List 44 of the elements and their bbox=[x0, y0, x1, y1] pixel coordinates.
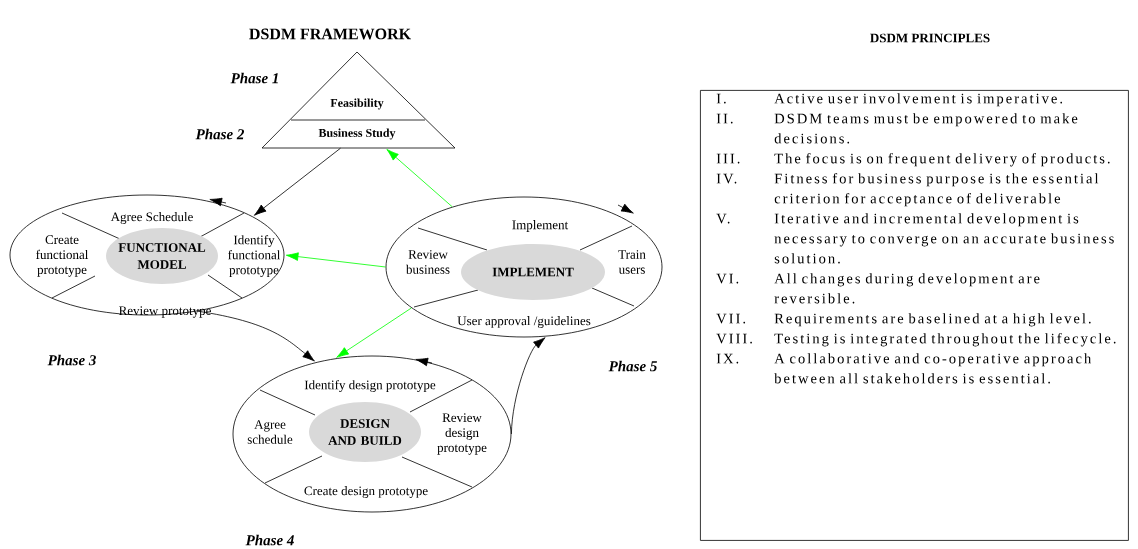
node-label: All changes during development are reversible. bbox=[774, 273, 1040, 304]
node-label: Testing is integrated throughout the lifecycle. bbox=[774, 333, 1116, 347]
arrow bbox=[511, 337, 546, 435]
phase-label: Phase 2 bbox=[195, 128, 245, 140]
phase-label: Phase 3 bbox=[47, 354, 96, 366]
node-label: The focus is on frequent delivery of products. bbox=[774, 153, 1110, 167]
arrow bbox=[197, 310, 315, 362]
segment-label: Create design prototype bbox=[304, 486, 428, 498]
node-label: V. bbox=[716, 213, 730, 224]
segment-label: User approval /guidelines bbox=[457, 316, 591, 328]
segment-label: Identify design prototype bbox=[304, 380, 436, 392]
arrow bbox=[285, 252, 386, 268]
phase-label: Phase 5 bbox=[608, 360, 657, 372]
node-label: Fitness for business purpose is the essential criterion for acceptance of deliverable bbox=[774, 173, 1099, 207]
node-label: DSDM teams must be empowered to make decisions. bbox=[774, 113, 1078, 144]
heading: DSDM PRINCIPLES bbox=[870, 33, 990, 43]
node-label: I. bbox=[716, 93, 726, 104]
node-label: IX. bbox=[716, 353, 739, 364]
node-label: Active user involvement is imperative. bbox=[774, 93, 1063, 107]
segment-label: Review business bbox=[406, 250, 450, 274]
segment-label: Implement bbox=[512, 220, 569, 232]
segment-label: Create functional prototype bbox=[36, 235, 89, 277]
principles-box: I. Active user involvement is imperative. II. DSDM teams must be empowered to make decisions. III. The focus is on frequent delivery of products. IV. Fitness for business purpose is the essential criterion for acceptance of deliverable V. Iterative and incremental development is necessary to converge on an accurate business solution. VI. All changes during development are reversible. VII. Requirements are baselined at a high level. VIII. Testing is integrated throughout the lifecycle. IX. A collaborative and co-operative approach between all stakeholders is essential. bbox=[700, 90, 1129, 541]
node-label: A collaborative and co-operative approach between all stakeholders is essential. bbox=[774, 353, 1092, 384]
segment-label: Agree schedule bbox=[247, 420, 293, 444]
node-label: III. bbox=[716, 153, 740, 164]
segment-label: Identify functional prototype bbox=[228, 235, 281, 277]
phase-label: Phase 1 bbox=[230, 72, 278, 84]
segment-label: Agree Schedule bbox=[110, 212, 193, 224]
title: DSDM FRAMEWORK bbox=[249, 28, 411, 40]
arrow bbox=[386, 149, 453, 208]
segment-label: Review prototype bbox=[119, 306, 211, 318]
node-label: IV. bbox=[716, 173, 737, 184]
phase-label: Phase 4 bbox=[245, 534, 294, 546]
node-label: VIII. bbox=[716, 333, 752, 344]
arrow bbox=[336, 307, 412, 358]
node-label: Requirements are baselined at a high level. bbox=[774, 313, 1091, 327]
segment-label: Train users bbox=[618, 250, 646, 274]
arrow bbox=[253, 147, 341, 216]
node-label: II. bbox=[716, 113, 733, 124]
segment-label: Review design prototype bbox=[437, 413, 487, 455]
node-label: VI. bbox=[716, 273, 739, 284]
node-label: Iterative and incremental development is necessary to converge on an accurate business solution. bbox=[774, 213, 1114, 264]
node-label: VII. bbox=[716, 313, 746, 324]
